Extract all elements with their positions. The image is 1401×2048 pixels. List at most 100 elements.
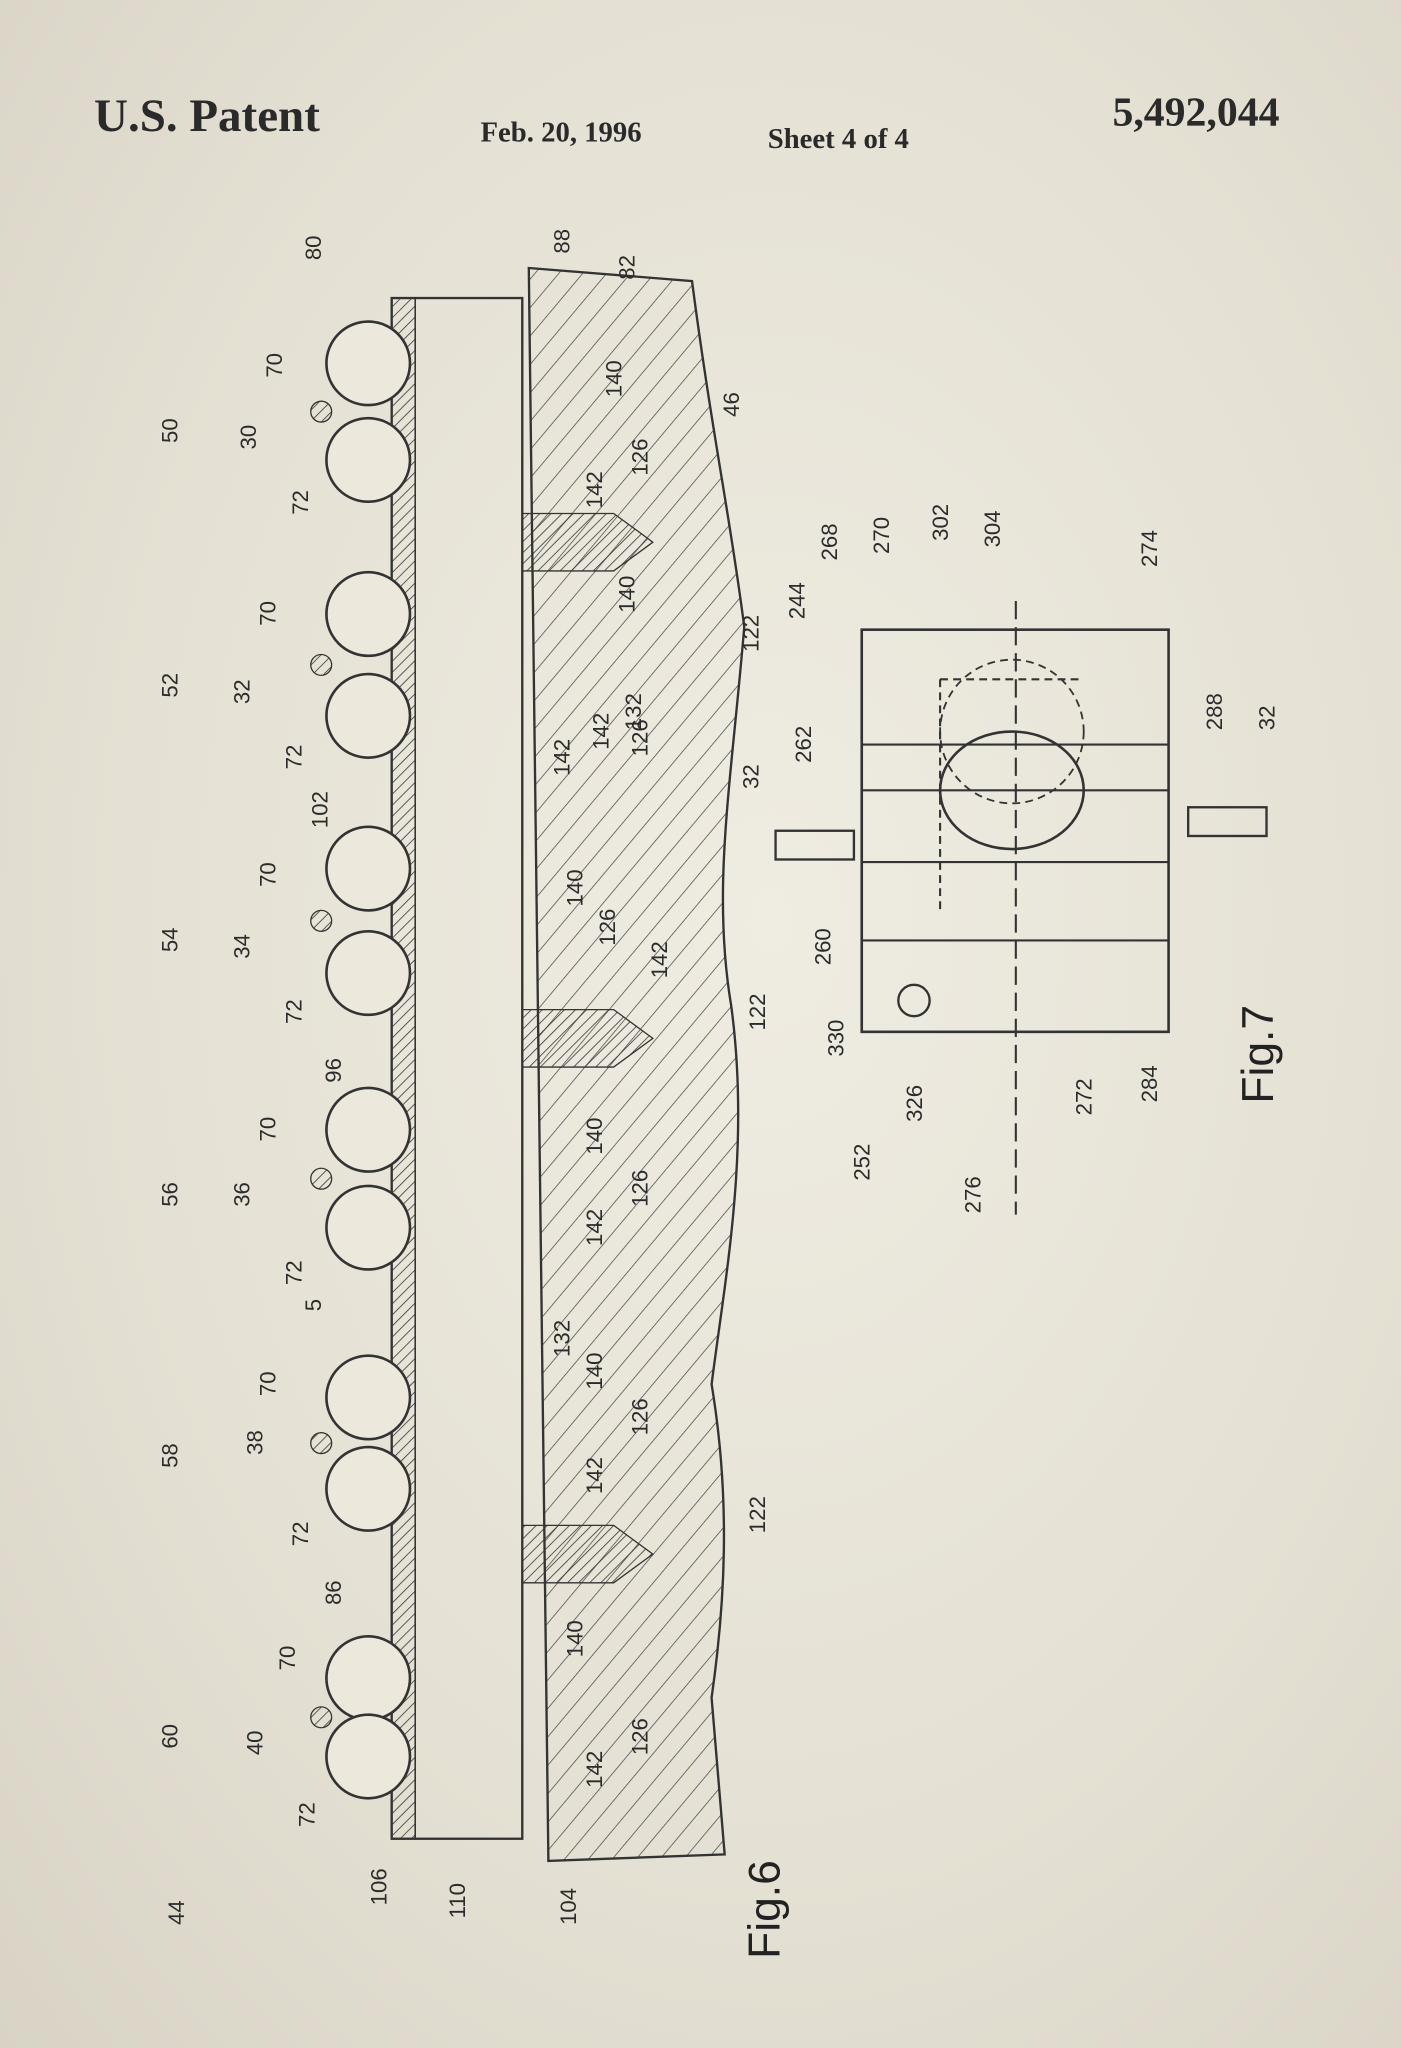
ball (325, 825, 412, 912)
reference-numeral: 70 (275, 1646, 300, 1671)
reference-numeral: 56 (158, 1182, 183, 1207)
reference-numeral: 38 (242, 1430, 267, 1455)
reference-numeral: 72 (288, 1522, 313, 1547)
reference-numeral: 58 (158, 1443, 183, 1468)
pin-32-bottom (1186, 806, 1268, 838)
ball (325, 1635, 412, 1722)
header-title: U.S. Patent (94, 90, 320, 142)
reference-numeral: 54 (158, 927, 183, 952)
reference-numeral: 122 (745, 993, 770, 1030)
reference-numeral: 122 (745, 1496, 770, 1533)
reference-numeral: 70 (255, 1371, 280, 1396)
reference-numeral: 72 (288, 490, 313, 515)
reference-numeral: 80 (301, 235, 326, 260)
ball (325, 320, 412, 407)
reference-numeral: 36 (229, 1182, 254, 1207)
reference-numeral: 140 (562, 869, 587, 906)
reference-numeral: 142 (647, 941, 672, 978)
reference-numeral: 284 (1137, 1065, 1162, 1102)
reference-numeral: 40 (242, 1730, 267, 1755)
ball-seat-dashed (939, 658, 1085, 805)
ball (325, 929, 412, 1017)
reference-numeral: 262 (791, 726, 816, 763)
reference-numeral: 32 (739, 764, 764, 789)
ball (325, 672, 412, 759)
ball (325, 416, 412, 504)
pin (310, 1167, 333, 1190)
reference-numeral: 140 (615, 576, 640, 613)
reference-numeral: 140 (582, 1353, 607, 1390)
reference-numeral: 30 (236, 425, 261, 450)
reference-numeral: 72 (282, 999, 307, 1024)
reference-numeral: 50 (158, 418, 183, 443)
reference-numeral: 70 (262, 353, 287, 378)
reference-numeral: 252 (850, 1144, 875, 1181)
base-block (527, 266, 746, 1863)
ball-seat (938, 730, 1086, 851)
reference-numeral: 70 (255, 601, 280, 626)
header-sheet: Sheet 4 of 4 (768, 123, 909, 155)
fig6-title: Fig.6 (740, 1860, 789, 1959)
reference-numeral: 72 (282, 1260, 307, 1285)
hole-330 (897, 983, 931, 1018)
fig6-drawing (310, 266, 746, 1863)
pin-32-top (774, 829, 856, 861)
ball (325, 1713, 412, 1800)
header-patent-number: 5,492,044 (1112, 90, 1279, 136)
screw (521, 1524, 654, 1584)
reference-numeral: 60 (158, 1724, 183, 1749)
reference-numeral: 32 (1254, 706, 1279, 731)
reference-numeral: 140 (602, 360, 627, 397)
reference-numeral: 52 (158, 673, 183, 698)
reference-numeral: 260 (810, 928, 835, 965)
reference-numeral: 142 (582, 1209, 607, 1246)
reference-numeral: 140 (562, 1620, 587, 1657)
reference-numeral: 276 (961, 1176, 986, 1213)
reference-numeral: 142 (549, 739, 574, 776)
reference-numeral: 104 (556, 1888, 581, 1925)
reference-numeral: 142 (582, 1751, 607, 1788)
reference-numeral: 132 (549, 1320, 574, 1357)
reference-numeral: 302 (928, 504, 953, 541)
reference-numeral: 126 (628, 1398, 653, 1435)
reference-numeral: 46 (719, 392, 744, 417)
balls (310, 320, 412, 1800)
ball (325, 570, 412, 658)
reference-numeral: 82 (615, 255, 640, 280)
ball (325, 1086, 412, 1173)
reference-numeral: 72 (282, 745, 307, 770)
reference-numeral: 126 (628, 439, 653, 476)
reference-numeral: 132 (621, 693, 646, 730)
reference-numeral: 126 (628, 719, 653, 756)
pin (310, 653, 333, 677)
reference-numeral: 142 (588, 713, 613, 750)
ball (325, 1354, 412, 1441)
reference-numeral: 106 (366, 1868, 391, 1905)
fig7-title: Fig.7 (1234, 1005, 1283, 1104)
reference-numeral: 288 (1202, 693, 1227, 730)
ball (325, 1184, 412, 1271)
screw (521, 1008, 654, 1068)
screws (521, 512, 654, 1584)
reference-numeral: 32 (229, 679, 254, 704)
reference-numeral: 102 (308, 791, 333, 828)
top-strip (390, 297, 416, 1840)
pin (310, 1432, 333, 1455)
pin (310, 400, 333, 423)
reference-numeral: 142 (582, 471, 607, 508)
reference-numeral: 140 (582, 1118, 607, 1155)
reference-numeral: 86 (321, 1580, 346, 1605)
pin (310, 909, 333, 932)
header-date: Feb. 20, 1996 (480, 116, 641, 148)
reference-numeral: 126 (595, 909, 620, 946)
reference-numeral: 110 (445, 1883, 470, 1918)
fig7-drawing (774, 600, 1268, 1215)
reference-numeral: 70 (255, 1117, 280, 1142)
reference-numeral: 126 (628, 1718, 653, 1755)
reference-numeral: 126 (628, 1170, 653, 1207)
reference-numeral: 330 (823, 1020, 848, 1057)
reference-numeral: 326 (902, 1085, 927, 1122)
reference-numeral: 96 (321, 1058, 346, 1083)
